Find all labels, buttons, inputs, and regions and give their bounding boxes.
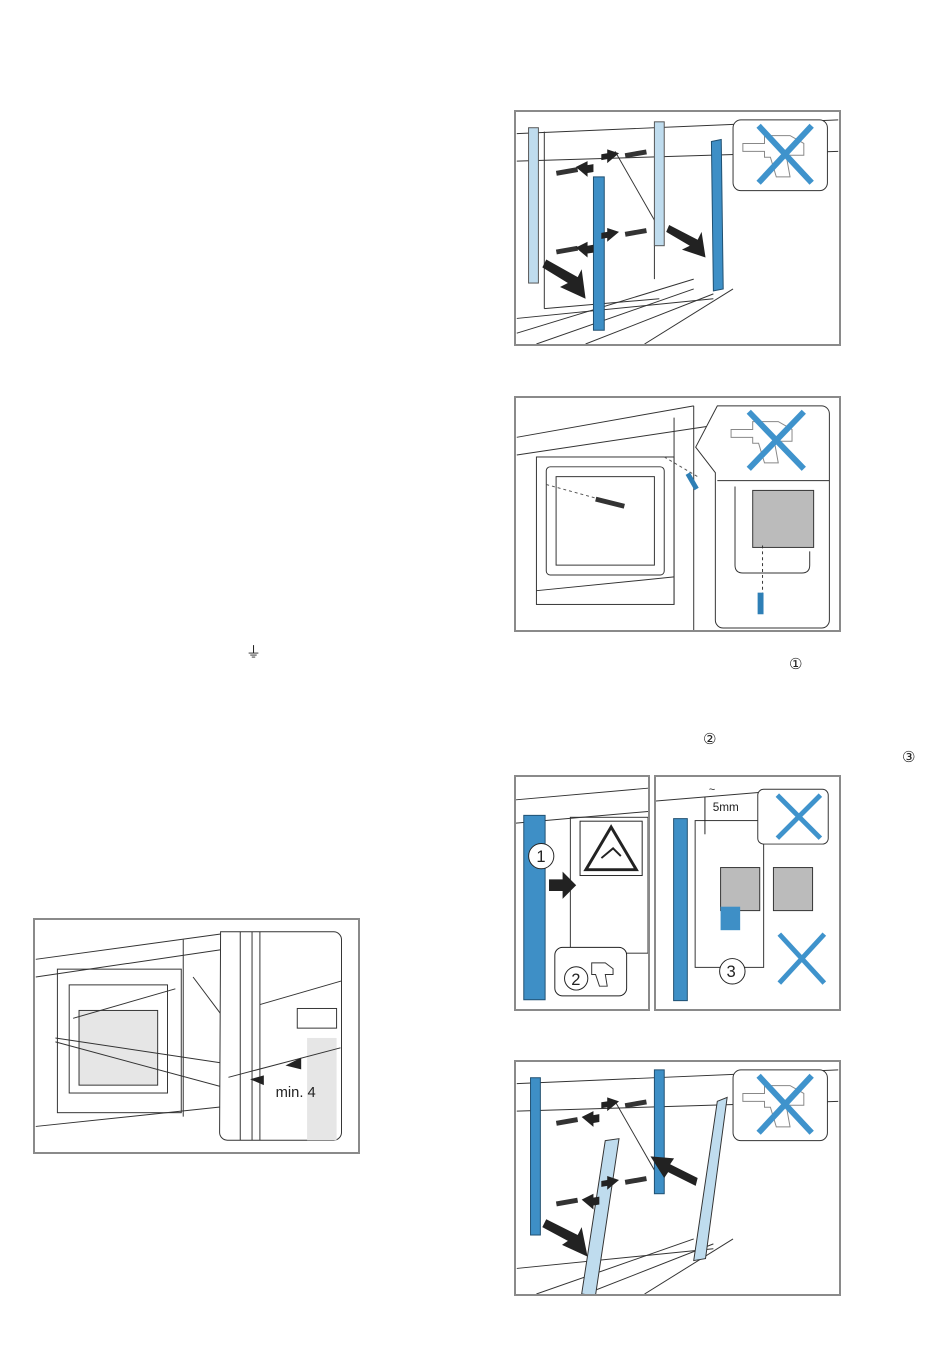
figure-mount-trim-panel-2: ~ 5mm 3 — [654, 775, 841, 1011]
gap-tilde: ~ — [709, 784, 715, 796]
remove-trims-illustration — [516, 112, 839, 344]
trim-strip — [593, 177, 604, 330]
figure-mount-trim-panel-1: 1 2 — [514, 775, 650, 1011]
min-clearance-illustration: min. 4 — [35, 920, 358, 1152]
clearance-detail: min. 4 — [220, 932, 342, 1140]
callout-symbol-1: ① — [789, 657, 802, 672]
figure-attach-trims — [514, 1060, 841, 1296]
drill-icon: 2 — [555, 947, 627, 996]
callout-1-label: 1 — [536, 848, 545, 866]
callout-symbol-3: ③ — [902, 750, 915, 765]
callout-symbol-2: ② — [703, 732, 716, 747]
figure-remove-trims — [514, 110, 841, 346]
figure-screw-appliance — [514, 396, 841, 632]
ground-symbol: ⏚ — [246, 645, 261, 660]
drill-crossed-icon — [733, 1070, 827, 1141]
attach-trims-illustration — [516, 1062, 839, 1294]
arrow-icon — [549, 872, 576, 899]
mount-trim-illustration-1: 1 2 — [516, 777, 648, 1009]
screw-appliance-illustration — [516, 398, 839, 630]
min-clearance-label: min. 4 — [276, 1085, 316, 1101]
callout-2-label: 2 — [571, 971, 580, 989]
drill-crossed-icon — [758, 789, 828, 844]
cross-icon — [779, 934, 824, 983]
callout-3-label: 3 — [726, 962, 735, 981]
trim-strip — [711, 140, 723, 291]
mount-trim-illustration-2: ~ 5mm 3 — [656, 777, 839, 1009]
hand-injury-warning-icon — [580, 821, 642, 875]
drill-crossed-icon — [733, 120, 827, 191]
gap-label: 5mm — [713, 801, 739, 814]
figure-min-clearance: min. 4 — [33, 918, 360, 1154]
